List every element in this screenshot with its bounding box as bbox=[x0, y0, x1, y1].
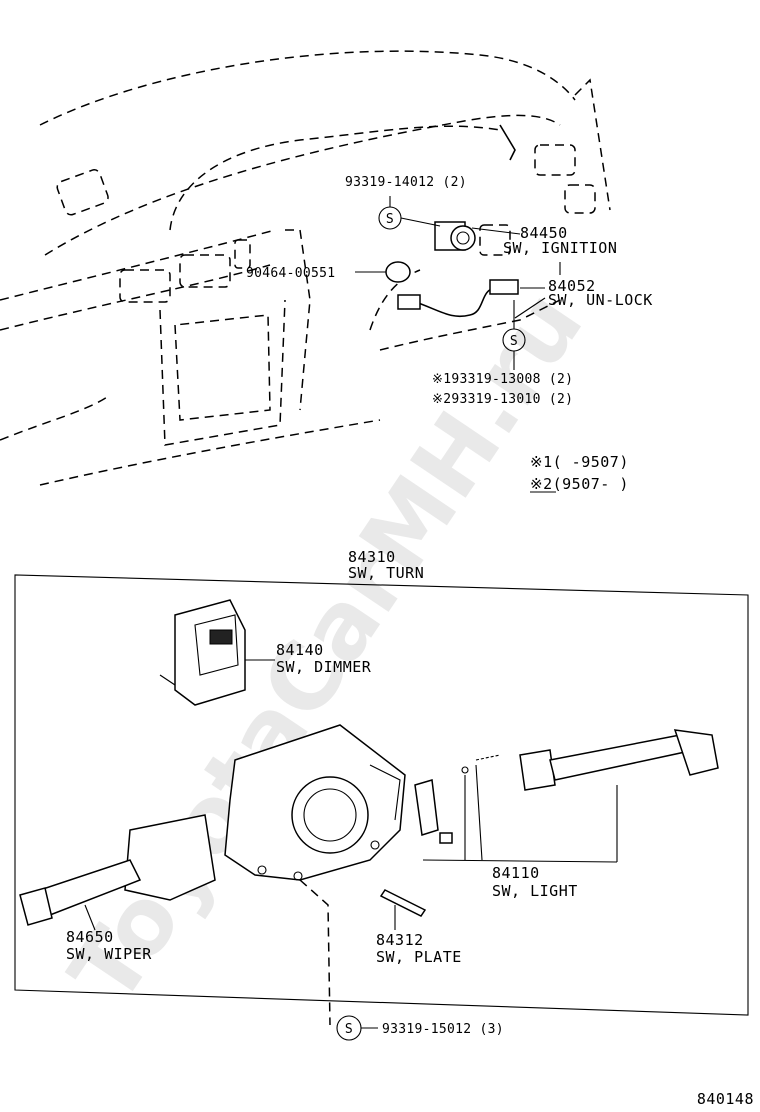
s-symbol-upper-1-text: S bbox=[386, 212, 394, 227]
vent-right-2 bbox=[564, 184, 596, 214]
turn-mount-hole-1 bbox=[257, 865, 267, 875]
label-bolt-alt-2: ※293319-13010 (2) bbox=[432, 392, 573, 407]
upper-s-symbols: S S bbox=[378, 196, 561, 370]
label-bolt-alt-1: ※193319-13008 (2) bbox=[432, 372, 573, 387]
center-console-inner bbox=[174, 314, 271, 421]
light-lever-knob bbox=[673, 729, 719, 776]
light-lever-stalk bbox=[549, 734, 686, 781]
vent-center-1 bbox=[119, 269, 171, 303]
dimmer-pin bbox=[159, 674, 176, 686]
label-84650-number: 84650 bbox=[66, 928, 114, 946]
dash-floor-line bbox=[39, 419, 381, 486]
assembly-frame bbox=[14, 574, 749, 1016]
vent-left bbox=[56, 169, 109, 216]
leader-84110 bbox=[422, 764, 618, 863]
label-84310-number: 84310 bbox=[348, 548, 396, 566]
dashboard-illustration bbox=[0, 50, 611, 486]
vent-center-2 bbox=[179, 254, 231, 288]
dash-hood-end bbox=[499, 124, 516, 161]
plate-pin-illustration bbox=[379, 889, 427, 930]
dimmer-body bbox=[174, 599, 246, 706]
label-84650-name: SW, WIPER bbox=[66, 945, 152, 963]
leader-unlock-s2 bbox=[514, 297, 546, 319]
ignition-switch-illustration bbox=[434, 221, 521, 251]
dash-lower-line-2 bbox=[0, 264, 271, 331]
turn-body-ring-outer bbox=[291, 776, 369, 854]
label-93319-15012: 93319-15012 (3) bbox=[382, 1022, 504, 1037]
leader-84450 bbox=[471, 227, 521, 235]
wiper-switch-illustration bbox=[19, 814, 216, 931]
turn-switch-body-illustration bbox=[224, 724, 406, 1026]
turn-body-ring-inner bbox=[303, 788, 357, 842]
label-84450-number: 84450 bbox=[520, 224, 568, 242]
label-84140-name: SW, DIMMER bbox=[276, 658, 372, 676]
s-symbol-upper-2-text: S bbox=[510, 334, 518, 349]
unlock-switch-body bbox=[489, 279, 519, 295]
light-screw bbox=[439, 832, 453, 844]
center-console bbox=[159, 299, 286, 446]
vent-center-3 bbox=[234, 239, 251, 269]
s-symbol-lower-text: S bbox=[345, 1022, 353, 1037]
turn-mount-hole-2 bbox=[293, 871, 303, 881]
label-84310-name: SW, TURN bbox=[348, 564, 424, 582]
dimmer-face bbox=[194, 614, 239, 676]
dimmer-slot bbox=[209, 629, 233, 645]
unlock-switch-illustration bbox=[355, 261, 545, 318]
label-84312-name: SW, PLATE bbox=[376, 948, 462, 966]
unlock-harness bbox=[409, 287, 496, 318]
grommet-90464 bbox=[385, 261, 411, 283]
plate-pin-body bbox=[379, 889, 427, 917]
note-range-1: ※1( -9507) bbox=[530, 453, 629, 471]
light-lever-base bbox=[519, 749, 556, 791]
turn-body-cam bbox=[369, 764, 401, 821]
dash-lower-line bbox=[0, 229, 276, 301]
ignition-keyhole bbox=[456, 231, 470, 245]
label-93319-14012: 93319-14012 (2) bbox=[345, 175, 467, 190]
light-plate bbox=[414, 779, 439, 836]
diagram-code: 840148 bbox=[697, 1090, 754, 1108]
a-pillar bbox=[574, 78, 611, 211]
turn-mount-hole-3 bbox=[370, 840, 380, 850]
label-84110-number: 84110 bbox=[492, 864, 540, 882]
dash-hood bbox=[169, 125, 501, 231]
light-spring bbox=[475, 754, 501, 761]
dash-left-bulge bbox=[0, 394, 111, 441]
note-range-2: ※2(9507- ) bbox=[530, 475, 629, 493]
unlock-connector bbox=[397, 294, 421, 310]
dash-upper-edge bbox=[44, 114, 561, 256]
wiper-lever-knob bbox=[19, 887, 53, 926]
ignition-cylinder bbox=[450, 225, 476, 251]
label-90464-00551: 90464-00551 bbox=[246, 266, 335, 281]
label-84450-name: SW, IGNITION bbox=[503, 239, 617, 257]
leader-s1-right bbox=[400, 217, 441, 227]
label-84052-name: SW, UN-LOCK bbox=[548, 291, 653, 309]
dash-top-curve bbox=[39, 50, 576, 126]
vent-right-3 bbox=[479, 224, 511, 256]
light-ball bbox=[461, 766, 469, 774]
dimmer-switch-illustration bbox=[159, 599, 275, 706]
console-side bbox=[285, 229, 311, 411]
label-84312-number: 84312 bbox=[376, 931, 424, 949]
label-84052-number: 84052 bbox=[548, 277, 596, 295]
leader-84650 bbox=[84, 904, 96, 931]
label-84110-name: SW, LIGHT bbox=[492, 882, 578, 900]
label-84140-number: 84140 bbox=[276, 641, 324, 659]
light-switch-illustration bbox=[414, 729, 719, 863]
leader-bolt-15012 bbox=[299, 879, 331, 1026]
vent-right-1 bbox=[534, 144, 576, 176]
